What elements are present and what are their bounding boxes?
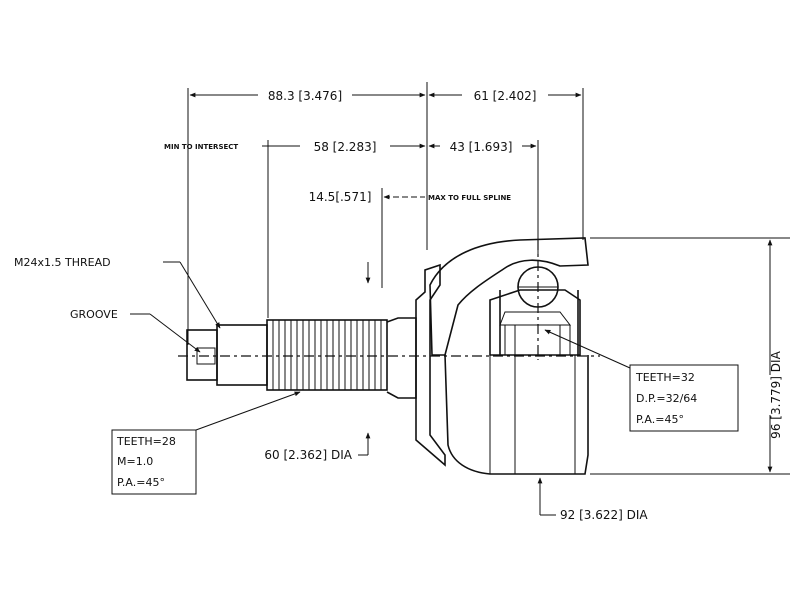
groove-callout: GROOVE [70,308,118,321]
shaft-neck [386,317,417,399]
max-to-full-spline-label: MAX TO FULL SPLINE [428,194,511,202]
inner-spline-pressure-angle: P.A.=45° [636,413,684,426]
cv-joint-body [186,237,589,475]
dimension-lines [189,92,773,516]
outer-spline-teeth: TEETH=28 [116,435,176,448]
inner-race [489,289,581,356]
dim-spline-length: 14.5[.571] [309,190,372,204]
outer-spline-pressure-angle: P.A.=45° [117,476,165,489]
dim-outer-dia: 96 [3.779] DIA [769,350,783,438]
threaded-tip [186,329,218,381]
thread-collar [216,324,268,386]
dim-overall-left: 88.3 [3.476] [268,89,342,103]
extension-lines [187,82,790,475]
dim-intersect-left: 58 [2.283] [314,140,377,154]
bell-housing-section [429,237,589,356]
leader-lines [130,261,631,431]
dim-seal-dia: 60 [2.362] DIA [264,448,352,462]
min-to-intersect-label: MIN TO INTERSECT [164,143,238,151]
spline-teeth [272,320,382,390]
dim-intersect-right: 43 [1.693] [450,140,513,154]
dim-overall-right: 61 [2.402] [474,89,537,103]
thread-callout: M24x1.5 THREAD [14,256,111,269]
inner-race-hatch [499,311,572,326]
centerlines [178,240,600,360]
outer-spline-spec-box: TEETH=28 M=1.0 P.A.=45° [111,429,197,495]
inner-spline-teeth: TEETH=32 [635,371,695,384]
outer-spline-module: M=1.0 [117,455,153,468]
dim-body-dia: 92 [3.622] DIA [560,508,648,522]
inner-spline-diametral-pitch: D.P.=32/64 [636,392,697,405]
bell-housing-lower [444,354,589,475]
inner-spline-spec-box: TEETH=32 D.P.=32/64 P.A.=45° [629,364,739,432]
